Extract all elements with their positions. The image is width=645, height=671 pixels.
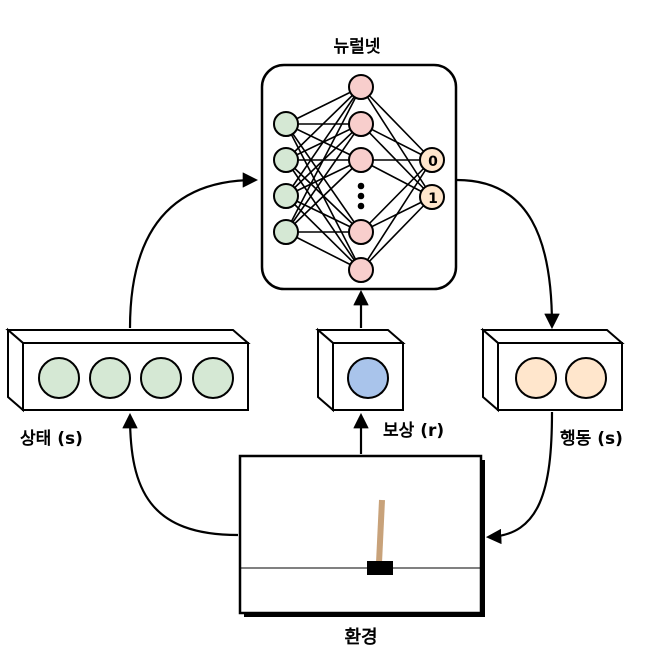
- arrow-env-to-state: [122, 412, 239, 537]
- neural-net-panel: 뉴럴넷 0 1: [260, 37, 458, 291]
- input-node-2: [273, 183, 299, 209]
- pole: [376, 499, 385, 564]
- input-node-0: [273, 111, 299, 137]
- action-label: 행동 (s): [560, 429, 623, 449]
- hidden-node-2: [348, 147, 374, 173]
- edge-hidden-4-output-0: [360, 159, 433, 271]
- hidden-ellipsis: [357, 182, 365, 210]
- flow-arrows: [122, 172, 560, 545]
- edge-input-0-hidden-0: [285, 86, 362, 125]
- cart: [367, 561, 393, 575]
- neural-net-box: [260, 63, 458, 291]
- hidden-node-4: [348, 257, 374, 283]
- hidden-node-1: [348, 111, 374, 137]
- network-connections: [285, 86, 433, 271]
- environment-box: [238, 454, 483, 615]
- arrow-net-to-action: [456, 178, 560, 330]
- edge-input-1-hidden-0: [285, 86, 362, 161]
- edge-input-2-hidden-0: [285, 86, 362, 197]
- environment-label: 환경: [344, 626, 377, 648]
- state-circle-3: [192, 357, 234, 399]
- neural-net-title: 뉴럴넷: [334, 37, 381, 57]
- action-circle-1: [565, 357, 607, 399]
- edge-input-3-hidden-0: [285, 86, 362, 233]
- reward-circle: [347, 357, 389, 399]
- reward-label: 보상 (r): [383, 421, 444, 441]
- hidden-node-3: [348, 219, 374, 245]
- network-nodes: [273, 74, 445, 283]
- reward-box: 보상 (r): [315, 327, 444, 441]
- output-node-1: [419, 184, 445, 210]
- arrow-action-to-env: [485, 411, 554, 545]
- input-node-1: [273, 147, 299, 173]
- action-circle-0: [515, 357, 557, 399]
- action-circles: [515, 357, 607, 399]
- edge-input-3-hidden-1: [285, 123, 362, 233]
- edge-hidden-0-output-0: [360, 86, 433, 161]
- edge-input-3-hidden-2: [285, 159, 362, 233]
- state-circle-2: [140, 357, 182, 399]
- arrow-state-to-net: [128, 172, 259, 329]
- state-circle-0: [38, 357, 80, 399]
- hidden-node-0: [348, 74, 374, 100]
- edge-hidden-2-output-1: [360, 159, 433, 198]
- environment-panel: 환경: [238, 454, 485, 648]
- edge-input-3-hidden-4: [285, 231, 362, 271]
- action-box: 행동 (s): [480, 327, 625, 449]
- input-node-3: [273, 219, 299, 245]
- edge-hidden-1-output-0: [360, 123, 433, 161]
- edge-hidden-3-output-0: [360, 159, 433, 233]
- state-circle-1: [89, 357, 131, 399]
- output-label-0: 0: [428, 154, 438, 170]
- edge-input-2-hidden-3: [285, 195, 362, 233]
- state-circles: [38, 357, 234, 399]
- output-label-1: 1: [428, 191, 438, 207]
- state-label: 상태 (s): [20, 429, 83, 449]
- state-box: 상태 (s): [5, 327, 251, 449]
- output-node-0: [419, 147, 445, 173]
- edge-hidden-4-output-1: [360, 196, 433, 271]
